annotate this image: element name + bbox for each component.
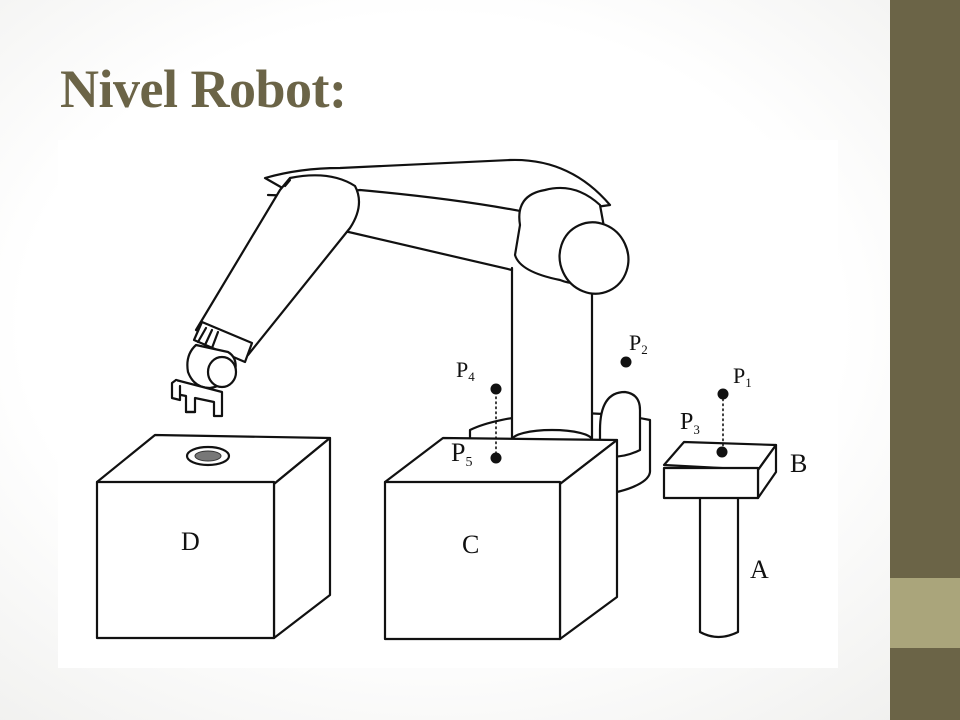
point-p5-label: P5: [451, 438, 472, 470]
block-d: [95, 433, 332, 640]
pedestal-a: [698, 496, 740, 639]
point-p3-label: P3: [680, 409, 700, 437]
point-p1-dot: [717, 388, 729, 400]
block-d-label: D: [181, 527, 200, 556]
point-p2-label: P2: [629, 330, 648, 357]
point-p5-dot: [490, 452, 502, 464]
point-p2-dot: [620, 356, 632, 368]
robot-diagram: P1 P2 P3 P4 P5 D C A B: [58, 140, 838, 668]
robot-shoulder-joint: [513, 186, 630, 295]
pedestal-a-label: A: [750, 555, 769, 584]
robot-column: [510, 266, 594, 452]
target-points: [490, 356, 729, 464]
platform-b-label: B: [790, 449, 807, 478]
robot-diagram-drawing: P1 P2 P3 P4 P5 D C A B: [95, 158, 807, 641]
point-guide-lines: [495, 391, 724, 457]
side-accent-bar-top: [890, 0, 960, 578]
slide-title: Nivel Robot:: [60, 59, 347, 119]
side-accent-bar-bottom: [890, 648, 960, 720]
robot-wrist: [192, 320, 254, 364]
point-p1-label: P1: [733, 363, 752, 390]
robot-gripper: [170, 378, 224, 418]
point-p3-dot: [716, 446, 728, 458]
side-accent-bar-middle: [890, 578, 960, 648]
point-p4-dot: [490, 383, 502, 395]
block-c: [383, 436, 619, 641]
block-c-label: C: [462, 530, 479, 559]
robot-forearm: [194, 174, 361, 357]
robot-hand: [186, 343, 238, 390]
point-p4-label: P4: [456, 357, 475, 384]
